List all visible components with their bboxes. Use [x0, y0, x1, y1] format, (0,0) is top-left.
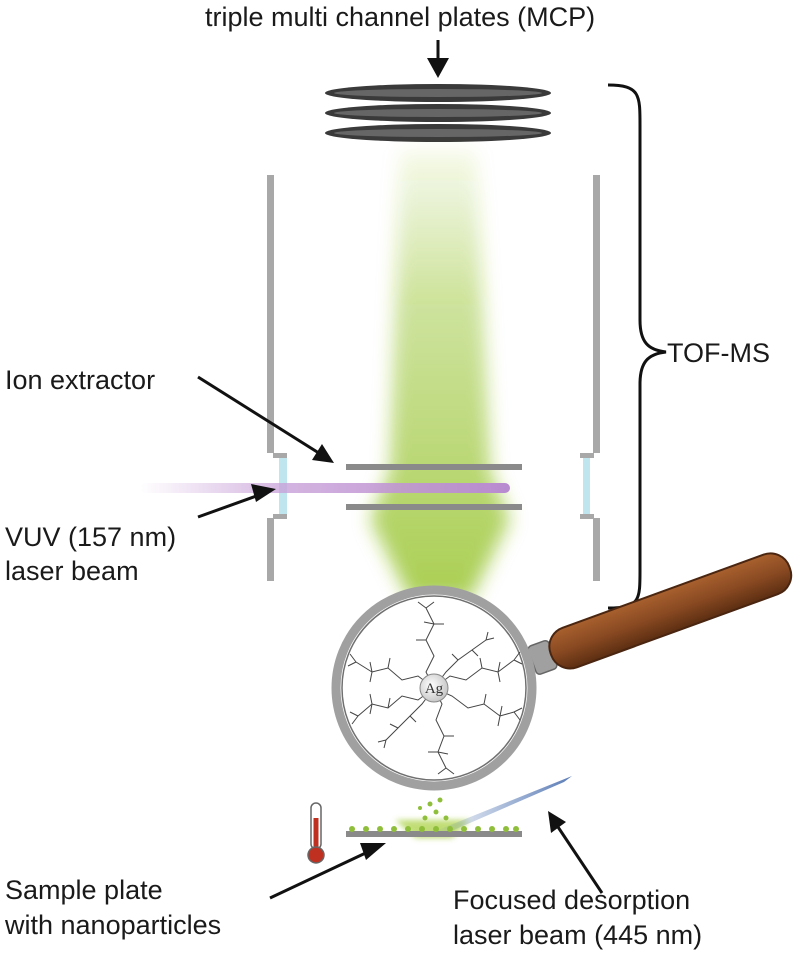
mcp-plates: [325, 84, 551, 142]
ag-label: Ag: [425, 681, 444, 697]
vuv-label-line1: VUV (157 nm): [5, 522, 177, 552]
vuv-label-line2: laser beam: [5, 556, 139, 586]
desorption-label-line1: Focused desorption: [453, 885, 691, 915]
sample-plate-arrow: [269, 843, 386, 900]
ag-nanoparticle-ligands: [347, 601, 523, 775]
ion-extractor-arrow: [197, 375, 334, 463]
mcp-label: triple multi channel plates (MCP): [205, 2, 596, 32]
sample-plate-label-line2: with nanoparticles: [5, 910, 222, 940]
magnifying-glass-icon: Ag: [331, 552, 793, 791]
flight-tube-left-wall: [267, 175, 287, 581]
desorption-laser-beam: [438, 776, 572, 836]
vuv-laser-beam: [140, 483, 510, 493]
ion-extractor-electrodes: [346, 464, 522, 510]
thermometer-icon: [307, 802, 325, 864]
flight-tube-right-wall: [580, 175, 600, 581]
desorption-label-line2: laser beam (445 nm): [453, 920, 703, 950]
sample-plate: [346, 797, 522, 837]
desorption-arrow: [548, 811, 604, 894]
sample-plate-label-line1: Sample plate: [5, 875, 163, 905]
vuv-arrow: [197, 484, 276, 519]
ion-extractor-label: Ion extractor: [5, 365, 156, 395]
tof-ms-brace: [607, 83, 667, 610]
mcp-arrow: [427, 40, 449, 78]
tof-ms-label: TOF-MS: [667, 338, 770, 368]
